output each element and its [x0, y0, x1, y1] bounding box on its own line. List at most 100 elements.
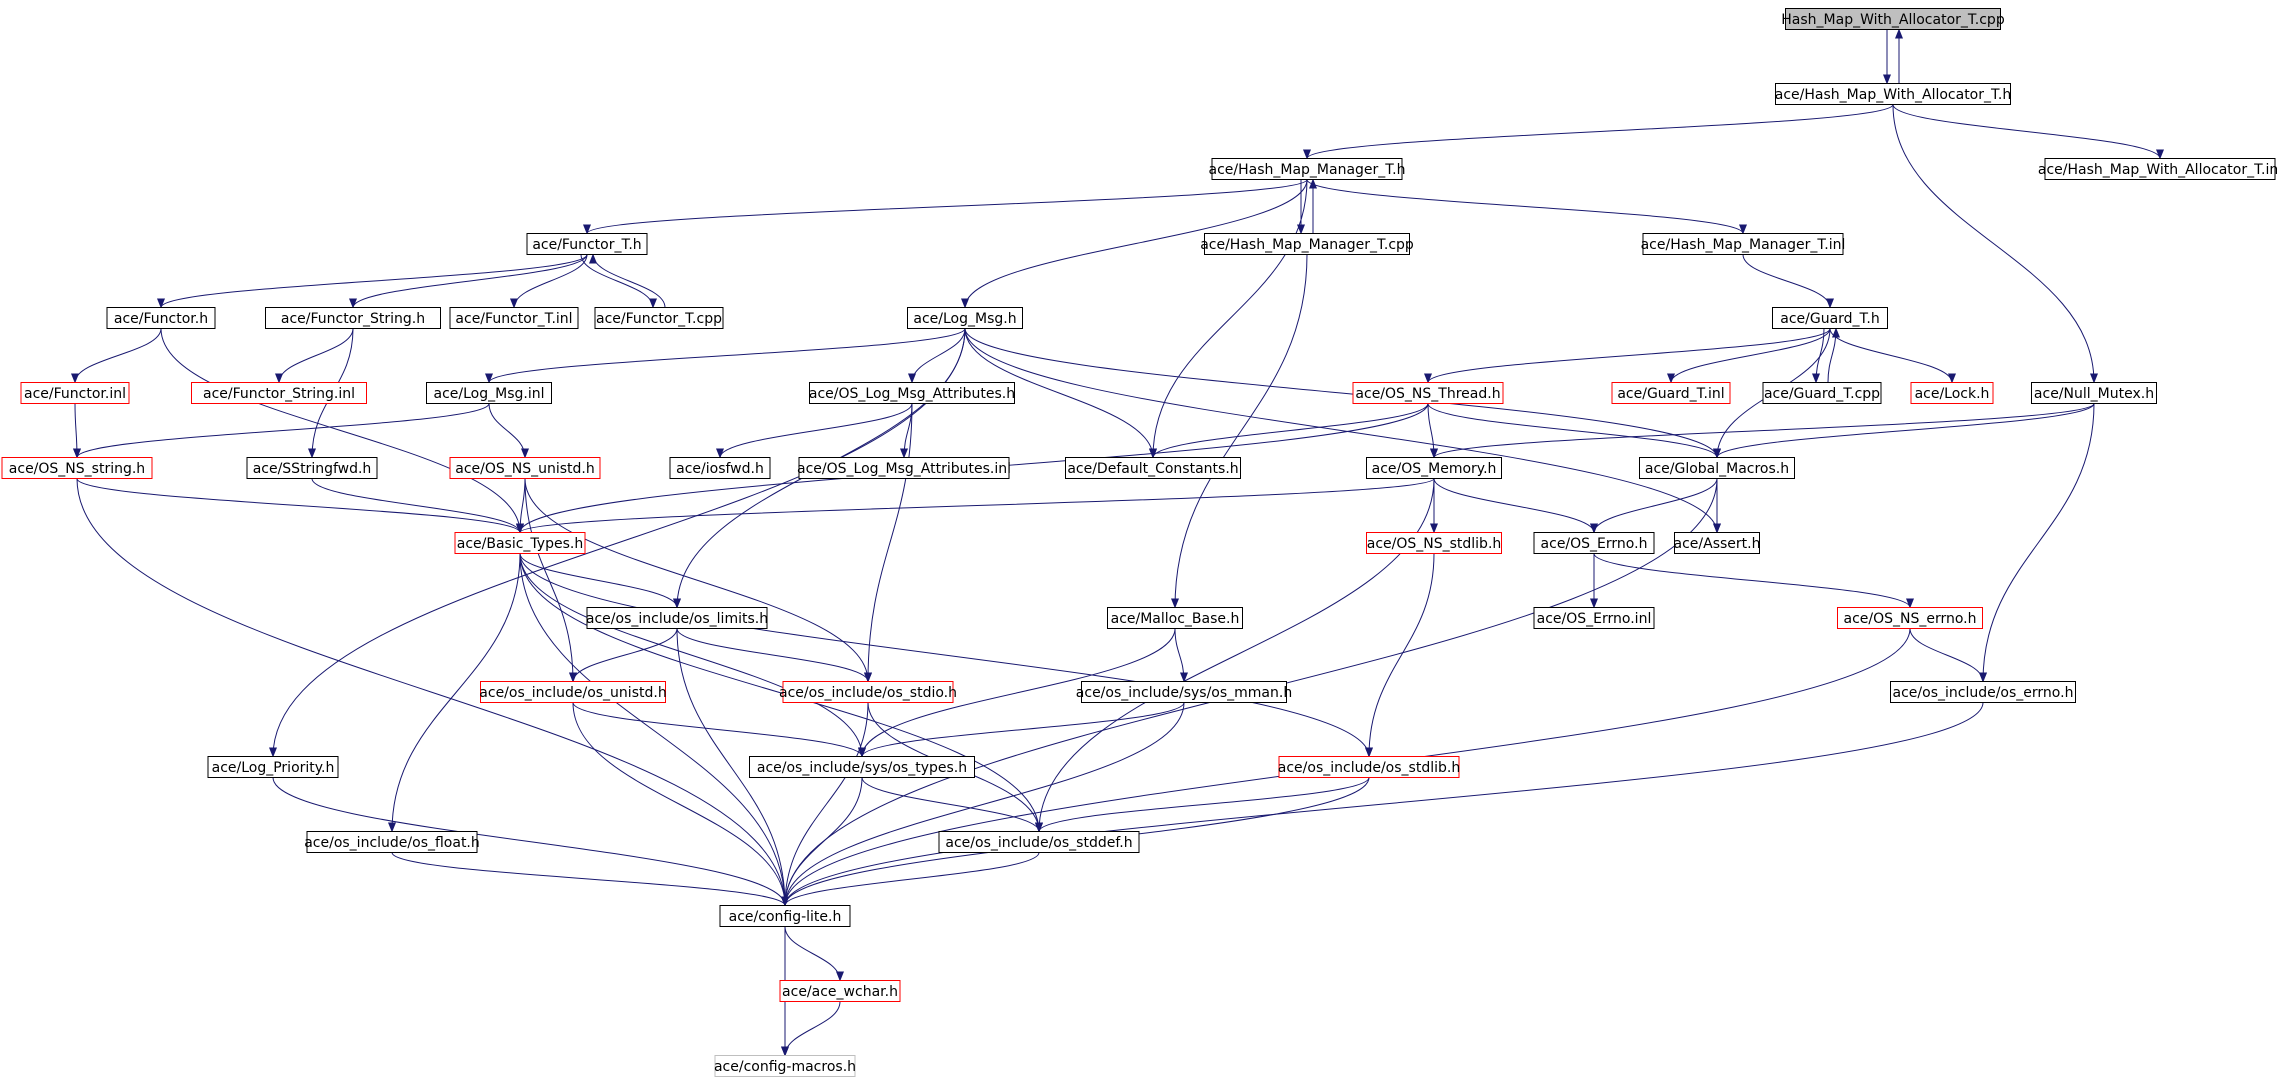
node-log_msg_inl[interactable]: ace/Log_Msg.inl [426, 382, 552, 404]
edge-ace_wchar_h-to-config_macros_h [781, 1001, 841, 1057]
node-os_ns_string_h[interactable]: ace/OS_NS_string.h [1, 457, 153, 479]
node-hmwa_inl[interactable]: ace/Hash_Map_With_Allocator_T.inl [2038, 158, 2277, 180]
edge-null_mutex_h-to-global_macros_h [1713, 403, 2095, 459]
node-functor_string_inl[interactable]: ace/Functor_String.inl [191, 382, 367, 404]
node-os_log_msg_attr_inl[interactable]: ace/OS_Log_Msg_Attributes.inl [797, 457, 1011, 479]
node-label: ace/Functor_T.inl [455, 311, 572, 327]
node-label: ace/Hash_Map_With_Allocator_T.inl [2038, 162, 2277, 178]
node-assert_h[interactable]: ace/Assert.h [1674, 532, 1761, 554]
node-os_errno_inc_h[interactable]: ace/os_include/os_errno.h [1890, 681, 2076, 703]
node-os_errno_inl[interactable]: ace/OS_Errno.inl [1533, 607, 1655, 629]
node-os_stdlib_h[interactable]: ace/os_include/os_stdlib.h [1278, 756, 1460, 778]
node-label: ace/os_include/os_stdio.h [779, 685, 957, 701]
node-hmwa_h[interactable]: ace/Hash_Map_With_Allocator_T.h [1775, 83, 2011, 105]
node-box [1890, 681, 2076, 703]
node-global_macros_h[interactable]: ace/Global_Macros.h [1639, 457, 1795, 479]
edge-basic_types_h-to-os_stdlib_h [519, 553, 1373, 758]
node-os_types_h[interactable]: ace/os_include/sys/os_types.h [749, 756, 975, 778]
node-box [449, 457, 601, 479]
node-os_unistd_h[interactable]: ace/os_include/os_unistd.h [479, 681, 667, 703]
node-null_mutex_h[interactable]: ace/Null_Mutex.h [2031, 382, 2157, 404]
edges-layer [71, 28, 2164, 1057]
edge-functor_t_h-to-functor_string_h [349, 254, 588, 309]
node-basic_types_h[interactable]: ace/Basic_Types.h [454, 532, 586, 554]
edge-os_limits_h-to-config_lite_h [676, 628, 789, 907]
node-hmm_inl[interactable]: ace/Hash_Map_Manager_T.inl [1641, 233, 1846, 255]
edge-basic_types_h-to-os_stddef_h [519, 553, 1043, 833]
node-ace_wchar_h[interactable]: ace/ace_wchar.h [779, 980, 901, 1002]
node-log_msg_h[interactable]: ace/Log_Msg.h [907, 307, 1023, 329]
node-os_stdio_h[interactable]: ace/os_include/os_stdio.h [779, 681, 957, 703]
edge-os_mman_h-to-os_types_h [858, 702, 1185, 758]
node-box [1352, 382, 1504, 404]
node-functor_t_inl[interactable]: ace/Functor_T.inl [449, 307, 579, 329]
node-box [594, 307, 724, 329]
node-os_ns_unistd_h[interactable]: ace/OS_NS_unistd.h [449, 457, 601, 479]
node-os_errno_h[interactable]: ace/OS_Errno.h [1533, 532, 1655, 554]
edge-os_limits_h-to-os_unistd_h [569, 628, 678, 683]
edge-os_types_h-to-config_lite_h [781, 777, 863, 907]
node-os_limits_h[interactable]: ace/os_include/os_limits.h [586, 607, 768, 629]
node-box [1674, 532, 1760, 554]
edge-basic_types_h-to-os_types_h [519, 553, 866, 758]
node-label: ace/Null_Mutex.h [2034, 386, 2154, 402]
node-box [480, 681, 666, 703]
node-label: ace/Hash_Map_Manager_T.cpp [1200, 237, 1414, 253]
node-default_constants_h[interactable]: ace/Default_Constants.h [1065, 457, 1241, 479]
node-guard_t_cpp[interactable]: ace/Guard_T.cpp [1762, 382, 1882, 404]
edge-os_types_h-to-os_stddef_h [861, 777, 1043, 833]
node-iosfwd_h[interactable]: ace/iosfwd.h [669, 457, 771, 479]
node-label: ace/os_include/sys/os_types.h [757, 760, 967, 776]
node-label: ace/os_include/os_stddef.h [945, 835, 1132, 851]
node-label: ace/Log_Msg.inl [434, 386, 545, 402]
node-os_float_h[interactable]: ace/os_include/os_float.h [304, 831, 480, 853]
node-os_mman_h[interactable]: ace/os_include/sys/os_mman.h [1076, 681, 1292, 703]
node-box [749, 756, 975, 778]
node-hmm_cpp[interactable]: ace/Hash_Map_Manager_T.cpp [1200, 233, 1414, 255]
node-label: ace/Hash_Map_With_Allocator_T.h [1775, 87, 2011, 103]
node-config_macros_h[interactable]: ace/config-macros.h [714, 1055, 856, 1077]
node-log_priority_h[interactable]: ace/Log_Priority.h [207, 756, 339, 778]
edge-log_msg_h-to-default_constants_h [964, 328, 1157, 459]
edge-os_ns_unistd_h-to-os_stdio_h [524, 478, 872, 683]
node-box [1775, 83, 2011, 105]
node-os_log_msg_attr_h[interactable]: ace/OS_Log_Msg_Attributes.h [809, 382, 1015, 404]
edge-guard_t_h-to-os_ns_thread_h [1424, 328, 1831, 384]
node-box [907, 307, 1023, 329]
node-box [191, 382, 367, 404]
node-box [798, 457, 1010, 479]
node-guard_t_inl[interactable]: ace/Guard_T.inl [1611, 382, 1731, 404]
node-hmwa_cpp[interactable]: Hash_Map_With_Allocator_T.cpp [1781, 8, 2005, 30]
node-os_memory_h[interactable]: ace/OS_Memory.h [1366, 457, 1502, 479]
node-functor_h[interactable]: ace/Functor.h [106, 307, 216, 329]
node-guard_t_h[interactable]: ace/Guard_T.h [1772, 307, 1888, 329]
node-functor_t_cpp[interactable]: ace/Functor_T.cpp [594, 307, 724, 329]
node-functor_string_h[interactable]: ace/Functor_String.h [265, 307, 441, 329]
edge-os_ns_errno_h-to-os_errno_inc_h [1909, 628, 1987, 683]
node-hmm_h[interactable]: ace/Hash_Map_Manager_T.h [1208, 158, 1406, 180]
edge-functor_h-to-functor_inl [71, 328, 162, 384]
node-box [1611, 382, 1731, 404]
node-box [714, 1055, 856, 1077]
node-label: ace/SStringfwd.h [253, 461, 372, 477]
node-os_ns_errno_h[interactable]: ace/OS_NS_errno.h [1837, 607, 1983, 629]
node-lock_h[interactable]: ace/Lock.h [1910, 382, 1994, 404]
edge-log_priority_h-to-config_lite_h [272, 777, 789, 907]
node-malloc_base_h[interactable]: ace/Malloc_Base.h [1107, 607, 1243, 629]
node-box [454, 532, 586, 554]
node-os_stddef_h[interactable]: ace/os_include/os_stddef.h [938, 831, 1140, 853]
node-functor_t_h[interactable]: ace/Functor_T.h [526, 233, 648, 255]
node-label: ace/OS_NS_string.h [9, 461, 145, 477]
edge-hmwa_h-to-null_mutex_h [1892, 104, 2098, 384]
node-label: ace/Functor_String.inl [203, 386, 355, 402]
node-box [779, 980, 901, 1002]
node-box [1, 457, 153, 479]
node-sstringfwd_h[interactable]: ace/SStringfwd.h [246, 457, 378, 479]
node-box [426, 382, 552, 404]
node-box [526, 233, 648, 255]
node-os_ns_stdlib_h[interactable]: ace/OS_NS_stdlib.h [1366, 532, 1502, 554]
edge-malloc_base_h-to-os_mman_h [1174, 628, 1188, 683]
node-functor_inl[interactable]: ace/Functor.inl [20, 382, 130, 404]
node-os_ns_thread_h[interactable]: ace/OS_NS_Thread.h [1352, 382, 1504, 404]
node-config_lite_h[interactable]: ace/config-lite.h [719, 905, 851, 927]
